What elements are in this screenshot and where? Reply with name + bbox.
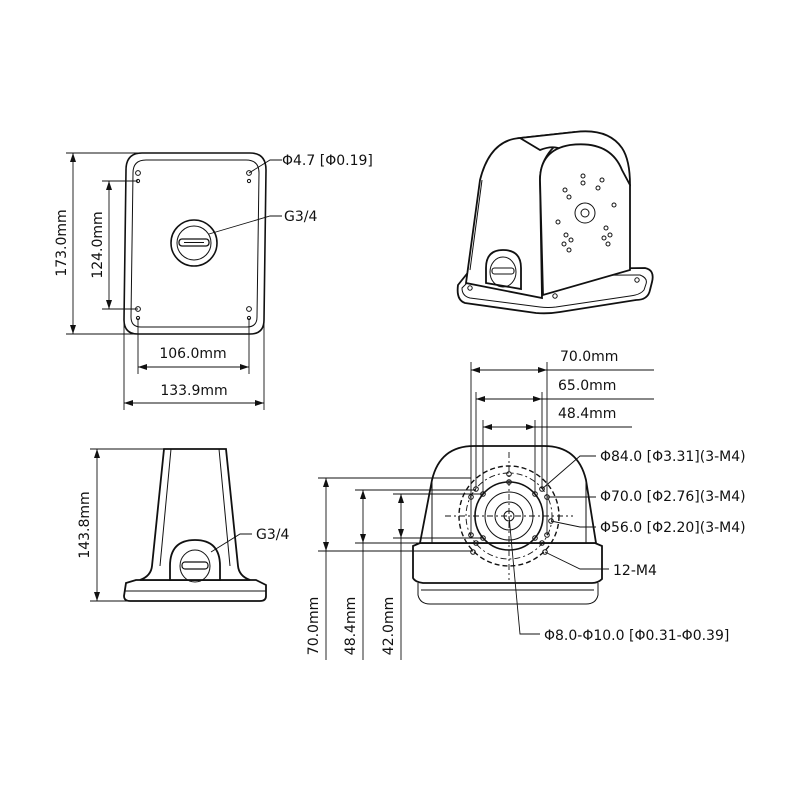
- circle-70-label: Φ70.0 [Φ2.76](3-M4): [600, 489, 746, 505]
- center-hole-label: Φ8.0-Φ10.0 [Φ0.31-Φ0.39]: [544, 628, 729, 644]
- mount-hole-icon: [246, 170, 252, 176]
- circle-84-label: Φ84.0 [Φ3.31](3-M4): [600, 449, 746, 465]
- height-a-label: 70.0mm: [306, 597, 322, 655]
- mount-holes-icon: [555, 173, 617, 253]
- front-view: 70.0mm 65.0mm 48.4mm Φ84.0 [Φ3.31](3-M4)…: [306, 349, 746, 660]
- port-plug-icon: [170, 219, 218, 267]
- height-inner-label: 124.0mm: [90, 211, 106, 278]
- side-view: G3/4 143.8mm: [77, 448, 289, 602]
- port-plug-icon: [169, 539, 221, 583]
- height-b-label: 48.4mm: [343, 597, 359, 655]
- circle-56-label: Φ56.0 [Φ2.20](3-M4): [600, 520, 746, 536]
- mount-hole-icon: [246, 306, 252, 312]
- width-a-label: 70.0mm: [560, 349, 618, 365]
- width-outer-label: 133.9mm: [160, 383, 227, 399]
- hole-label: Φ4.7 [Φ0.19]: [282, 153, 373, 169]
- height-outer-label: 173.0mm: [54, 209, 70, 276]
- width-b-label: 65.0mm: [558, 378, 616, 394]
- width-inner-label: 106.0mm: [159, 346, 226, 362]
- width-c-label: 48.4mm: [558, 406, 616, 422]
- port-label: G3/4: [284, 209, 317, 225]
- mount-hole-icon: [135, 170, 141, 176]
- isometric-view: [456, 130, 654, 315]
- height-label: 143.8mm: [77, 491, 93, 558]
- thread-holes-label: 12-M4: [613, 563, 657, 579]
- top-view: Φ4.7 [Φ0.19] G3/4 173.0mm 124.0mm 106.0m…: [54, 152, 373, 410]
- port-label: G3/4: [256, 527, 289, 543]
- height-c-label: 42.0mm: [381, 597, 397, 655]
